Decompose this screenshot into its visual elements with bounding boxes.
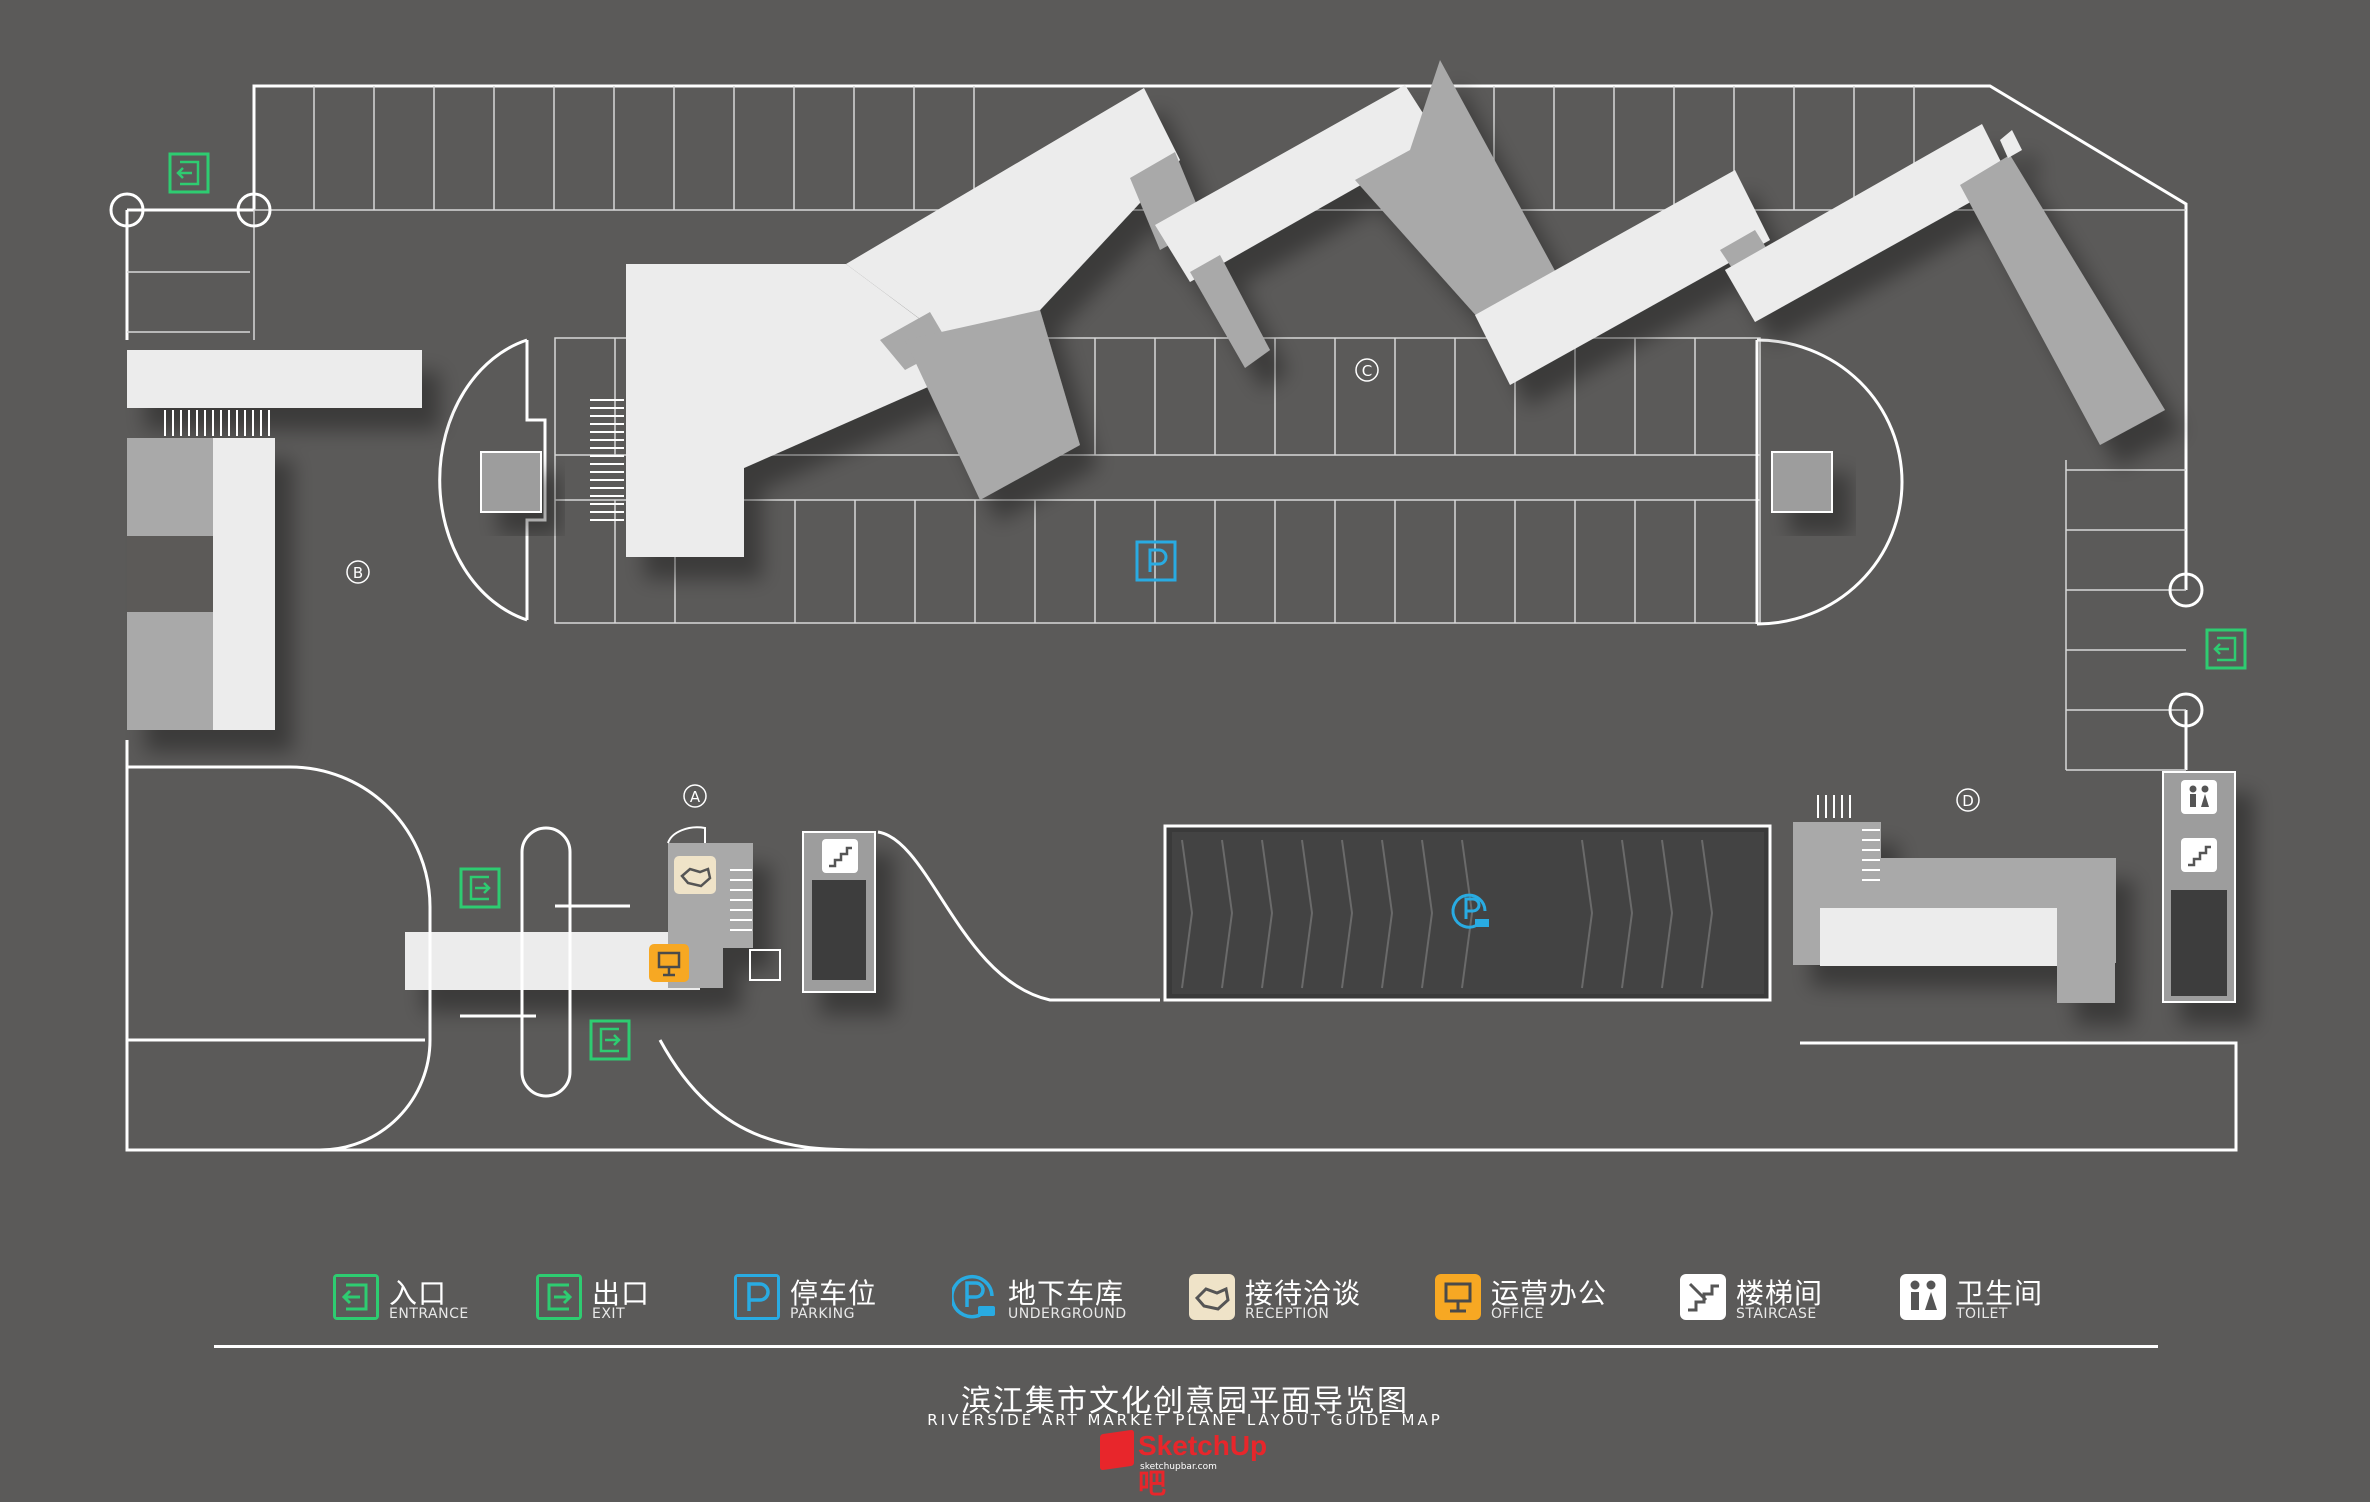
svg-text:C: C [1362, 362, 1372, 380]
zone-a-paths [127, 765, 1160, 1152]
entrance-icon [168, 152, 210, 194]
legend-label-zh: 楼梯间 [1736, 1277, 1824, 1310]
building-zone-c [626, 60, 2165, 557]
legend-label-en: STAIRCASE [1736, 1306, 1817, 1322]
legend-label-en: TOILET [1956, 1306, 2008, 1322]
office-icon [1435, 1274, 1481, 1320]
watermark-logo: SketchUp吧 sketchupbar.com [1100, 1428, 1270, 1499]
watermark-url: sketchupbar.com [1140, 1462, 1217, 1472]
building-zone-a [405, 831, 876, 993]
roundabout-right [1755, 338, 1904, 626]
legend-label-en: EXIT [592, 1306, 626, 1322]
underground-garage-icon [952, 1274, 995, 1319]
plaza-square-right [1771, 451, 1833, 513]
office-icon [649, 944, 689, 982]
handshake-icon [1189, 1274, 1235, 1320]
legend-label-zh: 卫生间 [1956, 1277, 2044, 1310]
roundabout-left [438, 338, 547, 622]
toilet-icon [2181, 780, 2217, 814]
legend-label-zh: 停车位 [790, 1277, 878, 1310]
building-zone-d [1793, 771, 2236, 1003]
exit-icon [459, 867, 501, 909]
staircase-icon [2181, 838, 2217, 872]
map-title-en: RIVERSIDE ART MARKET PLANE LAYOUT GUIDE … [927, 1411, 1443, 1429]
plaza-square-left [480, 451, 542, 513]
stairs-zone-c [590, 399, 624, 521]
parking-icon [734, 1274, 780, 1320]
entrance-icon [2205, 628, 2247, 670]
legend-label-en: RECEPTION [1245, 1306, 1330, 1322]
building-zone-b [127, 350, 422, 730]
map-title-zh: 滨江集市文化创意园平面导览图 [961, 1384, 1409, 1419]
legend-label-zh: 运营办公 [1491, 1277, 1608, 1310]
stairs-zone-b [164, 410, 270, 436]
legend-label-zh: 接待洽谈 [1245, 1277, 1362, 1310]
entrance-icon [333, 1274, 379, 1320]
toilet-icon [1900, 1274, 1946, 1320]
site-boundary [125, 84, 2238, 1152]
gate-posts [109, 192, 2204, 728]
handshake-icon [674, 856, 716, 894]
underground-garage [1163, 824, 1772, 1002]
legend-label-en: PARKING [790, 1306, 855, 1322]
zone-label-b: B [346, 560, 370, 584]
zone-label-d: D [1956, 788, 1980, 812]
legend-label-en: UNDERGROUND [1008, 1306, 1127, 1322]
zone-label-c: C [1355, 358, 1379, 382]
parking-icon [1135, 540, 1177, 582]
exit-icon [536, 1274, 582, 1320]
svg-text:D: D [1962, 792, 1974, 810]
legend-label-zh: 出口 [592, 1277, 651, 1310]
legend-label-zh: 入口 [389, 1277, 448, 1310]
exit-icon [589, 1019, 631, 1061]
legend-label-en: ENTRANCE [389, 1306, 469, 1322]
staircase-block-d [2171, 890, 2227, 996]
zone-a-annex [667, 826, 781, 981]
zone-label-a: A [683, 784, 707, 808]
staircase-icon [1680, 1274, 1726, 1320]
underground-garage-icon [1451, 893, 1489, 929]
legend-divider [214, 1345, 2158, 1348]
stairs-zone-d [1817, 795, 1880, 881]
svg-text:A: A [690, 788, 701, 806]
svg-text:B: B [353, 564, 363, 582]
legend-label-en: OFFICE [1491, 1306, 1544, 1322]
staircase-icon [822, 839, 858, 873]
legend-label-zh: 地下车库 [1008, 1277, 1125, 1310]
legend: 入口 ENTRANCE 出口 EXIT 停车位 PARKING 地下车库 UND… [0, 1250, 2370, 1330]
watermark-cube-icon [1100, 1429, 1134, 1471]
staircase-block-a [812, 880, 866, 980]
